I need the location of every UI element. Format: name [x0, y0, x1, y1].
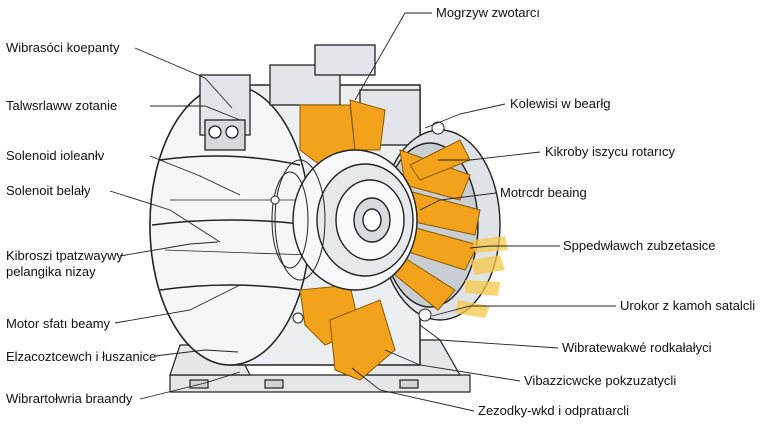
label-wibrartolwria-braandy: Wibrartołwria braandy	[6, 391, 133, 406]
leader-l7	[154, 349, 239, 357]
top-bracket	[199, 44, 421, 151]
leader-r2	[424, 103, 506, 129]
label-pelangika-nizay: pelangika nizay	[6, 264, 96, 279]
leader-l4	[109, 190, 221, 243]
leader-lines	[109, 12, 616, 412]
leader-l2	[150, 105, 241, 121]
label-zezodky-wkd: Zezodky-wkd i odpratıarcli	[478, 403, 629, 418]
leader-l5	[119, 241, 219, 257]
label-wibrasoci-koepanty: Wibrasóci koepanty	[6, 40, 120, 55]
label-solenoit-belaly: Solenoit belały	[6, 183, 91, 198]
label-kibroszi-tpatzwaywy: Kibroszi tpatzwaywy	[6, 248, 124, 263]
light-glow	[455, 236, 508, 318]
label-sppedwlawch: Sppedwławch zubzetasice	[563, 238, 716, 253]
leader-r8	[384, 349, 521, 382]
label-motrcdr-beaing: Motrcdr beaing	[500, 185, 587, 200]
leader-r3	[438, 151, 541, 161]
label-elzacoztcewch: Elzacoztcewch i łuszanice	[6, 349, 157, 364]
fasteners	[270, 121, 445, 324]
leader-r6	[431, 305, 616, 317]
label-motor-sfati-beamy: Motor sfatı beamy	[6, 316, 111, 331]
label-urokor-z-kamoh: Urokor z kamoh satalcli	[620, 298, 756, 313]
bearing-rings	[271, 159, 326, 281]
label-wibratewakwe: Wibratewakwé rodkałałyci	[562, 340, 712, 355]
leader-r4	[419, 192, 497, 211]
stator-windings	[299, 99, 396, 381]
leader-l1	[134, 47, 233, 109]
label-kikroby-iszycu: Kikroby iszycu rotarıcy	[545, 144, 676, 159]
label-kolewisi-w-bearlg: Kolewisi w bearłg	[510, 96, 611, 111]
leader-l8	[139, 371, 241, 400]
leader-r1	[354, 12, 432, 101]
central-hub	[292, 149, 418, 291]
leader-l6	[114, 284, 241, 324]
leader-l3	[149, 155, 241, 196]
leader-r7	[419, 324, 559, 349]
leader-r9	[351, 367, 475, 412]
leader-r5	[469, 245, 560, 249]
label-vibazzicwcke: Vibazzicwcke pokzuzatycli	[524, 373, 677, 388]
label-mogrzyw-zwotarci: Mogrzyw zwotarcı	[436, 5, 541, 20]
label-talwsrlaww-zotanie: Talwsrlaww zotanie	[6, 98, 118, 113]
label-solenoid-ioleanlv: Solenoid ioleanłv	[6, 148, 105, 163]
